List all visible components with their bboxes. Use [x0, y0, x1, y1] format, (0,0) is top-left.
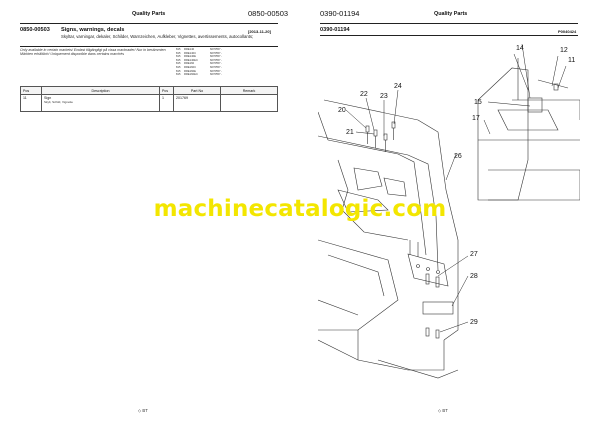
- parts-table: Pos Description Pcs Part No Remark 11 Si…: [20, 86, 278, 112]
- callout-28: 28: [470, 273, 478, 280]
- section-date: [2013-11-20]: [248, 29, 271, 34]
- bolt-group-lower: [409, 240, 454, 339]
- cell-remark: [220, 94, 278, 112]
- left-catalog-page: Quality Parts 0850-00503 0850-00503 Sign…: [20, 9, 289, 413]
- parts-table-header: Pos Description Pcs Part No Remark: [20, 86, 278, 95]
- callout-26: 26: [454, 153, 462, 160]
- right-header-rule: [320, 23, 578, 24]
- cell-pos: 11: [20, 94, 42, 112]
- inset-assembly: [477, 58, 580, 201]
- right-footer: ◇ BT: [438, 408, 448, 413]
- frame-outline: [323, 99, 459, 341]
- section-languages: Skyltar, varningar, dekaler, Schilder, W…: [61, 34, 254, 39]
- description-sub: Skylt, Schild, Vignette: [44, 100, 73, 104]
- callout-14: 14: [516, 45, 524, 52]
- left-header-number: 0850-00503: [248, 9, 289, 18]
- callout-24: 24: [394, 83, 402, 90]
- callout-12: 12: [560, 47, 568, 54]
- cell-part-no: 201769: [173, 94, 221, 112]
- callout-21: 21: [346, 129, 354, 136]
- callout-23: 23: [380, 93, 388, 100]
- callout-15: 15: [474, 99, 482, 106]
- bolt-group-top: [365, 121, 396, 152]
- section-title: Signs, warnings, decals: [61, 27, 125, 33]
- exploded-parts-drawing: 13 14 12 11 15 17 22 24 23 20 21 26 27 2…: [318, 40, 580, 379]
- callout-27: 27: [470, 251, 478, 258]
- callout-11: 11: [568, 57, 575, 64]
- bt-logo-icon: ◇: [438, 408, 442, 413]
- description-main: Sign: [44, 96, 52, 100]
- col-part-no: Part No: [173, 86, 221, 95]
- section-rule: [20, 46, 278, 47]
- col-description: Description: [41, 86, 160, 95]
- watermark-text: machinecatalogic.com: [153, 196, 447, 222]
- callout-13: 13: [526, 40, 534, 42]
- cell-pcs: 1: [159, 94, 174, 112]
- right-header-number: 0390-01194: [320, 9, 360, 18]
- left-header-title: Quality Parts: [132, 11, 166, 17]
- left-header-rule: [20, 23, 278, 24]
- left-footer: ◇ BT: [138, 408, 148, 413]
- table-row: 11 Sign Skylt, Schild, Vignette 1 201769: [20, 94, 278, 112]
- section-number: 0850-00503: [20, 27, 50, 33]
- col-pcs: Pcs: [159, 86, 174, 95]
- callout-17: 17: [472, 115, 480, 122]
- callout-22: 22: [360, 91, 368, 98]
- callout-29: 29: [470, 319, 478, 326]
- cell-description: Sign Skylt, Schild, Vignette: [41, 94, 160, 112]
- col-remark: Remark: [220, 86, 278, 95]
- right-header-title: Quality Parts: [434, 11, 468, 17]
- availability-note: Only available in certain markets/ Endas…: [20, 48, 166, 57]
- callout-20: 20: [338, 107, 346, 114]
- col-pos: Pos: [20, 86, 42, 95]
- bt-logo-icon: ◇: [138, 408, 142, 413]
- right-section-number: 0390-01194: [320, 27, 350, 33]
- drawing-id: P0040424: [558, 29, 577, 34]
- right-section-rule: [320, 35, 578, 36]
